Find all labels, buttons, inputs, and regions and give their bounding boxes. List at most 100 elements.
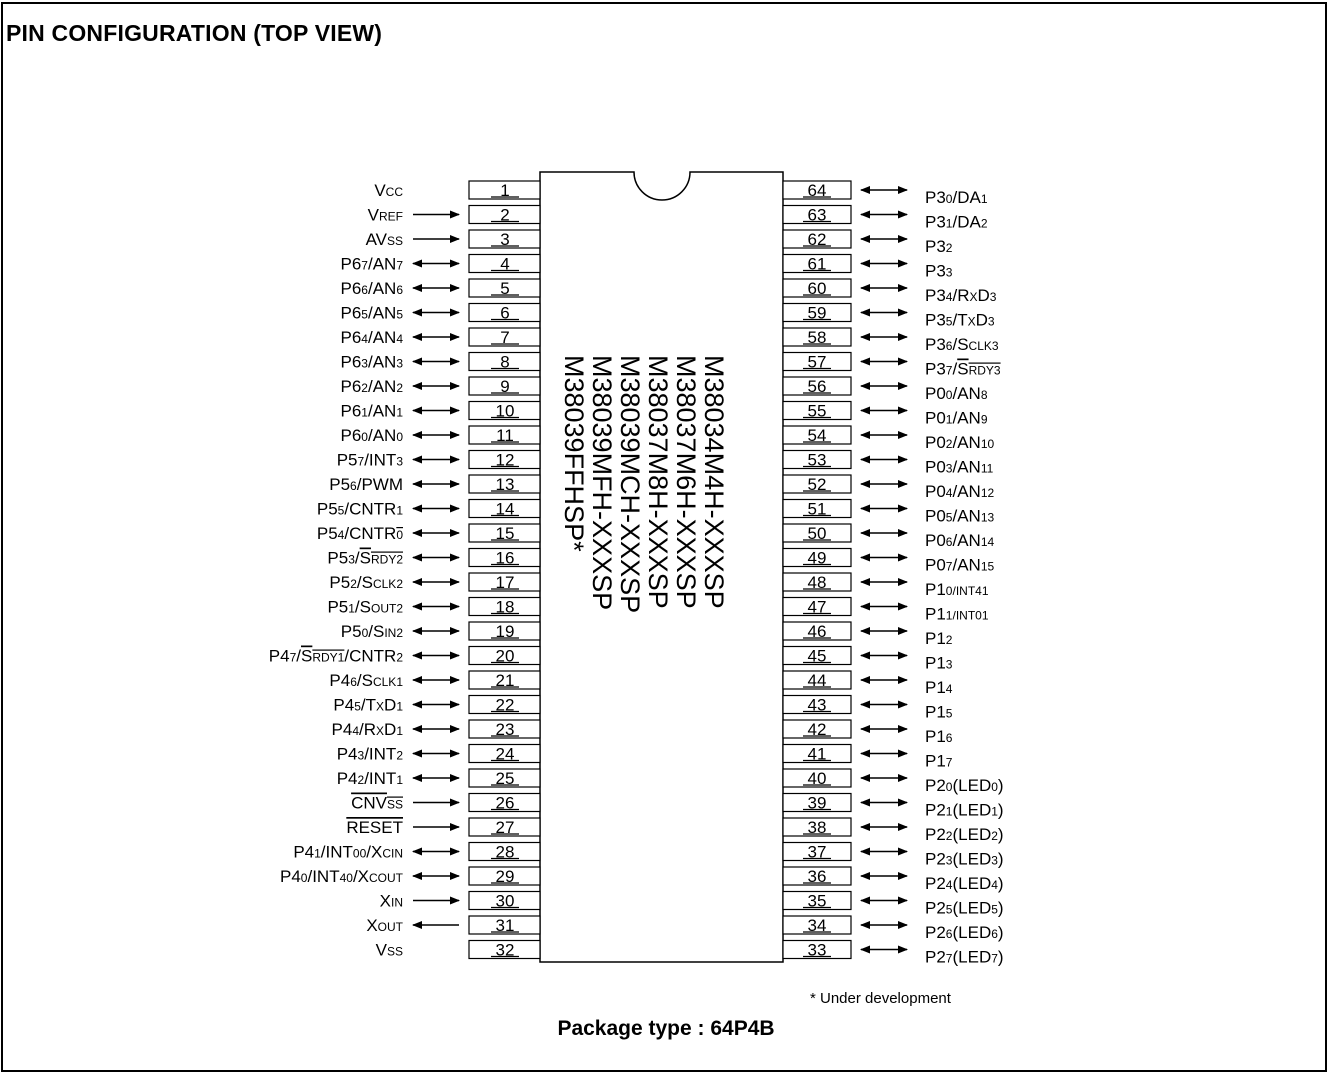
pin-box (468, 890, 541, 911)
pin-number: 13 (496, 475, 515, 494)
pin-label: CNVSS (351, 794, 403, 813)
pin-label: VSS (376, 941, 403, 960)
pin-label: P53/SRDY2 (327, 549, 403, 568)
pin-number: 2 (500, 206, 509, 225)
pin-number: 28 (496, 843, 515, 862)
pin-32: 32 VSS (376, 939, 541, 960)
pin-box (782, 204, 852, 225)
pin-label: P63/AN3 (340, 353, 403, 372)
pin-label: P31/DA2 (925, 213, 988, 232)
pin-number: 25 (496, 769, 515, 788)
pin-label: P15 (925, 703, 953, 722)
pin-number: 58 (808, 328, 827, 347)
pin-number: 22 (496, 696, 515, 715)
pin-box (782, 400, 852, 421)
pin-number: 42 (808, 720, 827, 739)
pin-label: P10/INT41 (925, 580, 989, 599)
pin-number: 7 (500, 328, 509, 347)
pin-box (468, 302, 541, 323)
pin-number: 14 (496, 500, 515, 519)
pin-number: 17 (496, 573, 515, 592)
pin-label: P65/AN5 (340, 304, 403, 323)
pin-box (468, 449, 541, 470)
pin-label: P62/AN2 (340, 377, 403, 396)
pin-label: P02/AN10 (925, 433, 995, 452)
pin-number: 53 (808, 451, 827, 470)
pin-number: 32 (496, 941, 515, 960)
pin-box (468, 817, 541, 837)
pin-box (468, 572, 541, 592)
pin-box (782, 302, 852, 323)
pin-box (468, 596, 541, 617)
pin-number: 18 (496, 598, 515, 617)
pin-label: P67/AN7 (340, 255, 403, 274)
pin-box (782, 915, 852, 935)
pin-6: 6 P65/AN5 (340, 302, 541, 323)
pin-number: 20 (496, 647, 515, 666)
pin-label: P64/AN4 (340, 328, 403, 347)
pin-box (468, 180, 541, 200)
chip-name: M38034M4H-XXXSP (699, 355, 729, 609)
pin-label: P61/AN1 (340, 402, 403, 421)
pin-57: 57 P37/SRDY3 (782, 351, 1001, 379)
pin-label: P24(LED4) (925, 874, 1004, 893)
pin-number: 4 (500, 255, 509, 274)
pin-label: P54/CNTR0 (317, 524, 403, 543)
pin-label: P03/AN11 (925, 458, 994, 477)
pin-label: P22(LED2) (925, 825, 1004, 844)
pin-box (468, 278, 541, 298)
pin-label: P32 (925, 237, 953, 256)
pin-number: 38 (808, 818, 827, 837)
pin-label: P04/AN12 (925, 482, 995, 501)
pin-label: P51/SOUT2 (327, 598, 403, 617)
pin-box (468, 400, 541, 421)
pin-number: 27 (496, 818, 515, 837)
pin-label: P37/SRDY3 (925, 360, 1001, 379)
pin-box (468, 694, 541, 715)
pin-number: 64 (808, 181, 827, 200)
pin-number: 40 (808, 769, 827, 788)
pin-label: P45/TXD1 (333, 696, 403, 715)
pin-number: 5 (500, 279, 509, 298)
pin-box (782, 523, 852, 543)
pin-box (782, 547, 852, 568)
pin-number: 6 (500, 304, 509, 323)
pin-label: XIN (380, 892, 403, 911)
pin-box (468, 866, 541, 886)
pin-label: P06/AN14 (925, 531, 995, 550)
pin-number: 57 (808, 353, 827, 372)
pin-box (468, 841, 541, 862)
pin-number: 49 (808, 549, 827, 568)
pin-38: 38 P22(LED2) (782, 817, 1004, 844)
pin-label: P01/AN9 (925, 409, 988, 428)
pins-layer: 1VCC2VREF3AVSS4P67/AN75P66/AN66P65/AN57P… (269, 180, 1004, 967)
pin-label: VREF (368, 206, 403, 225)
pin-box (782, 866, 852, 886)
pin-box (782, 719, 852, 739)
chip-name: M38039FFHSP* (559, 355, 589, 552)
pin-box (468, 204, 541, 225)
pin-box (782, 253, 852, 274)
pin-label: P30/DA1 (925, 188, 988, 207)
